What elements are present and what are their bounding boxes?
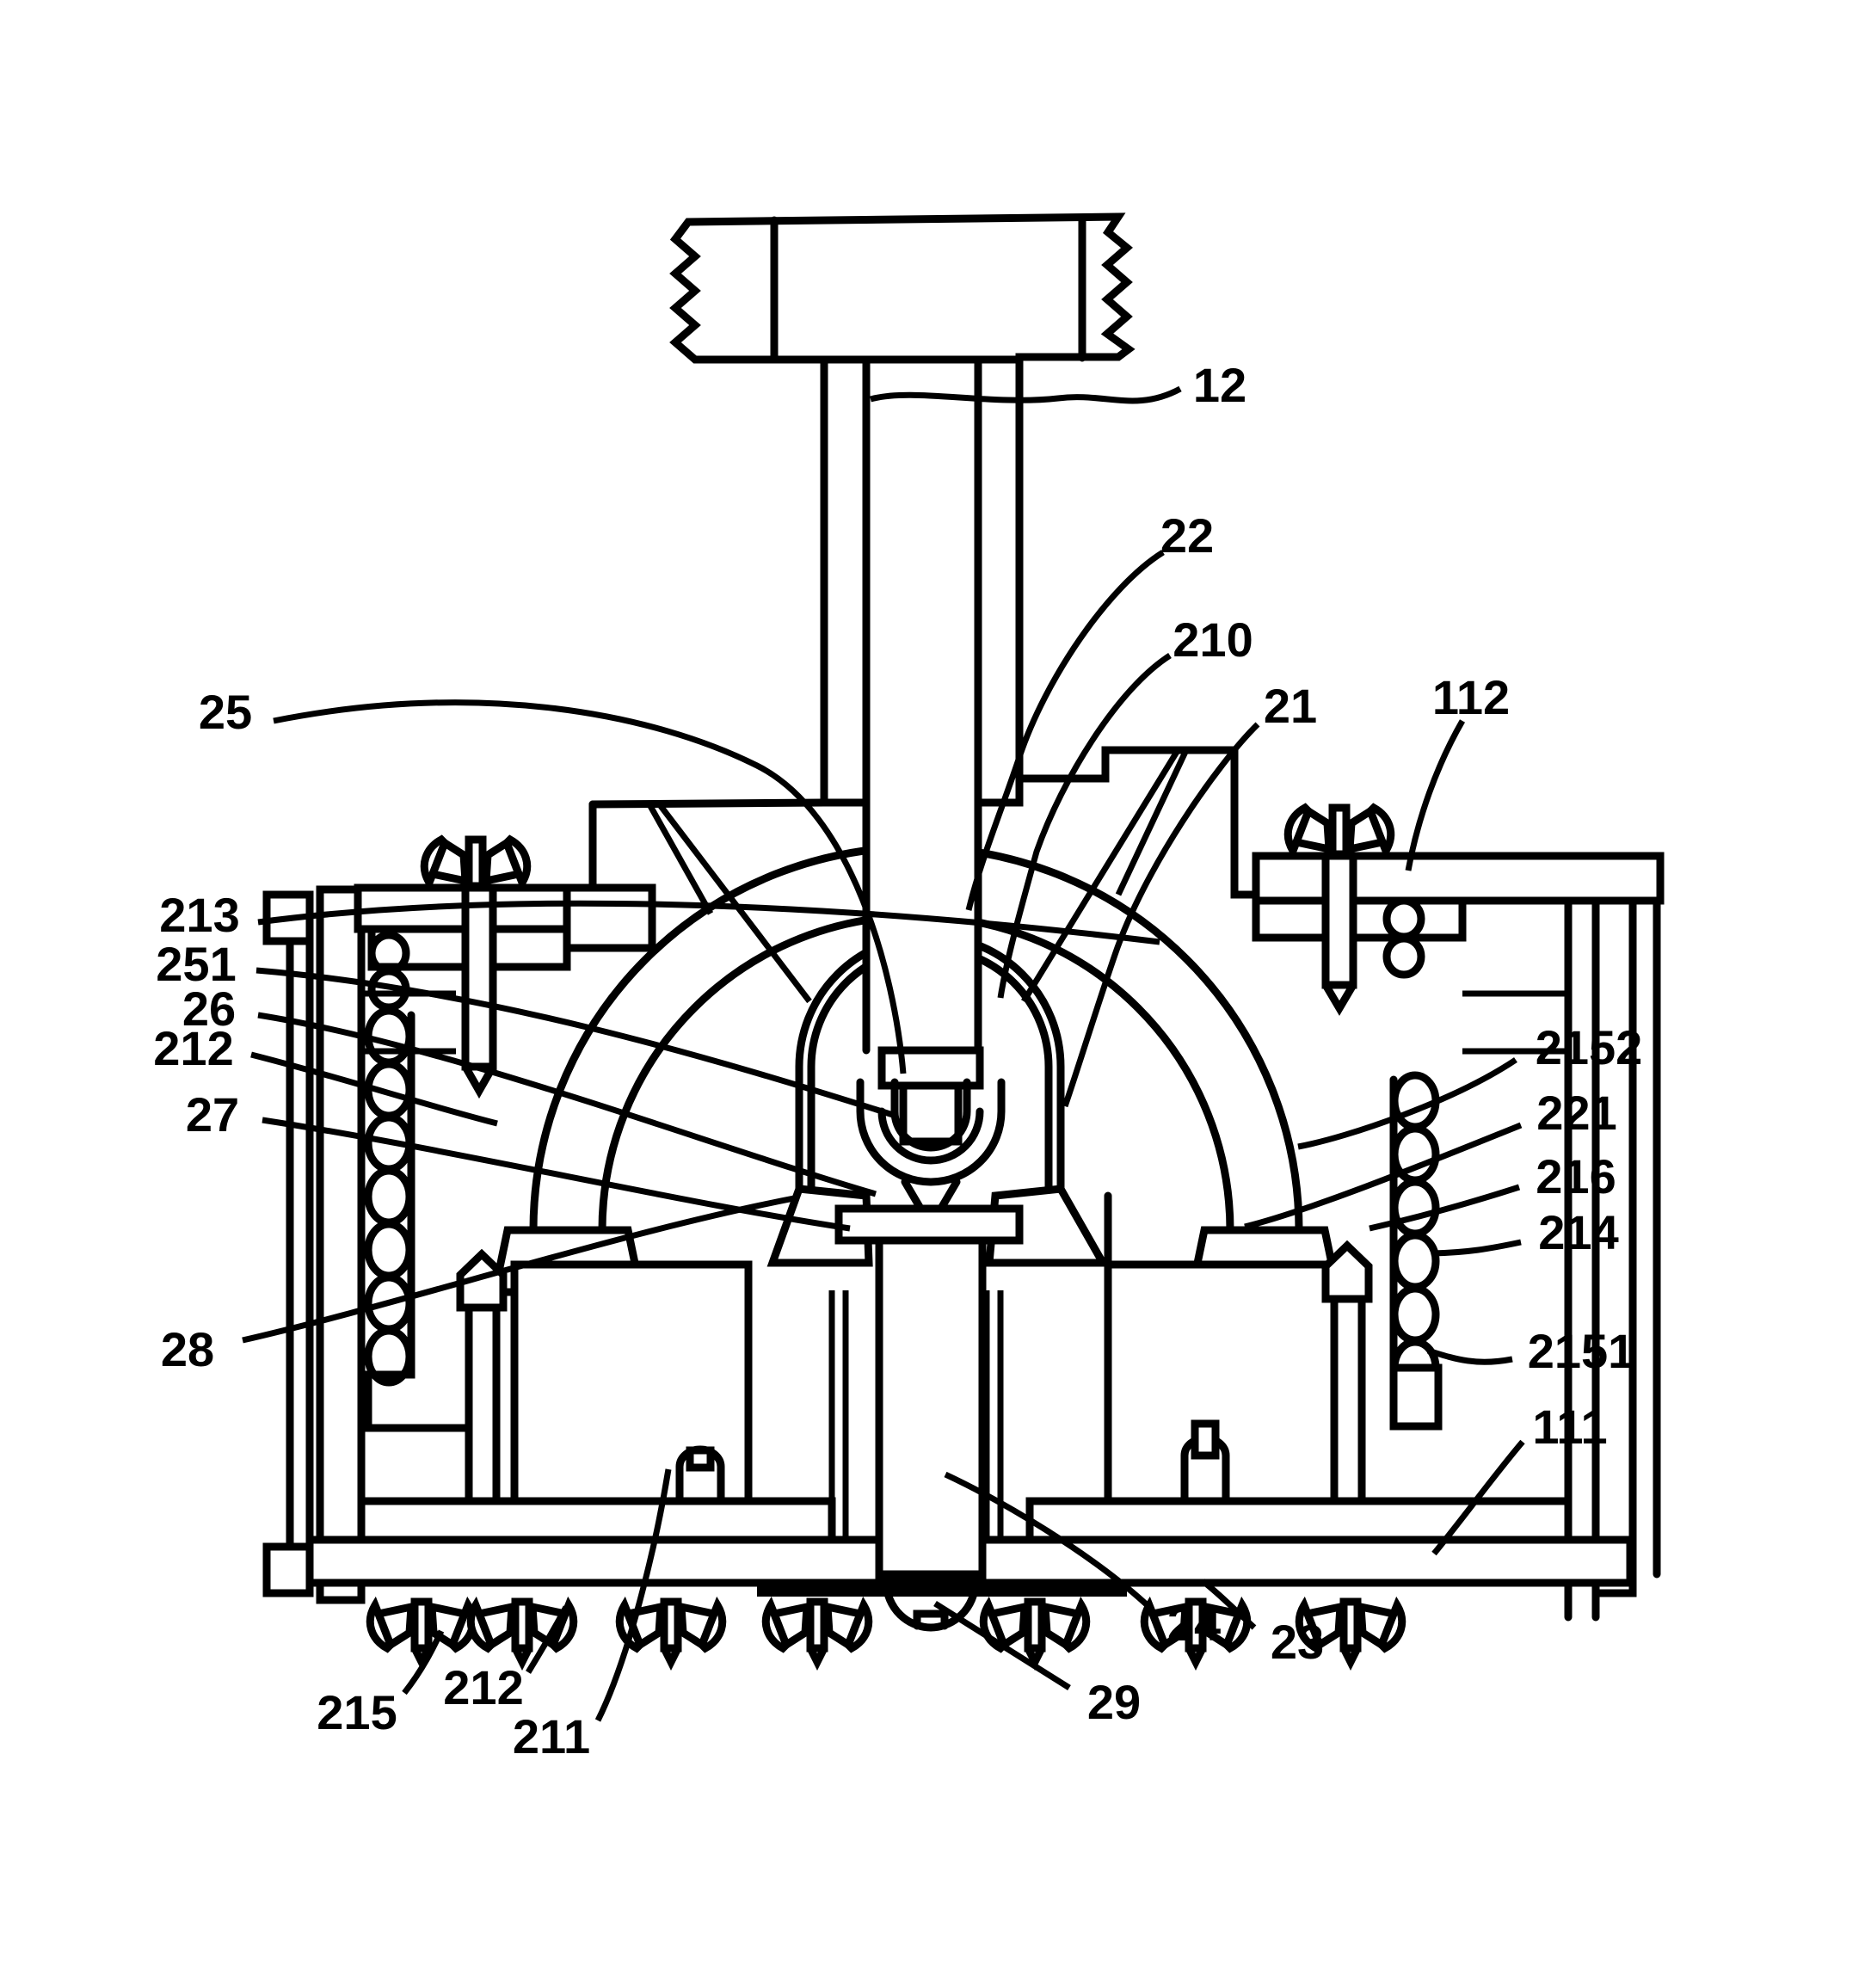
ref-215-leader xyxy=(402,1629,445,1696)
ref-251: 251 xyxy=(156,937,236,991)
cylinder-top-plate xyxy=(834,1204,1024,1245)
wing-screw xyxy=(471,1602,573,1662)
ref-24: 24 xyxy=(1167,1597,1221,1651)
ref-27-leader xyxy=(262,1117,851,1232)
ref-213-leader xyxy=(257,900,1160,945)
stem-outer-walls xyxy=(820,355,1024,807)
ref-29: 29 xyxy=(1087,1675,1141,1729)
ref-212-leader xyxy=(250,1051,498,1127)
ref-221: 221 xyxy=(1536,1086,1616,1140)
right-spring xyxy=(1390,1071,1440,1398)
left-bottom-tab xyxy=(262,1542,314,1597)
ref-23-leader xyxy=(1200,1579,1257,1630)
ref-221-leader xyxy=(1244,1122,1523,1230)
ref-213: 213 xyxy=(159,888,239,942)
ref-26-leader xyxy=(257,1012,877,1197)
left-upper-bolt xyxy=(461,883,497,1071)
bearing-ball xyxy=(1382,934,1425,979)
ref-214: 214 xyxy=(1538,1205,1618,1259)
ref-251-leader xyxy=(255,967,895,1118)
ref-210: 210 xyxy=(1173,612,1253,667)
right-top-plate-2 xyxy=(1252,896,1467,942)
stem-inner-walls xyxy=(862,355,982,1055)
ref-2152-leader xyxy=(1297,1057,1517,1150)
ref-26: 26 xyxy=(182,982,236,1036)
left-outer-thin-bar xyxy=(286,890,314,1597)
ref-216-leader xyxy=(1369,1184,1521,1232)
wing-screw xyxy=(370,1602,472,1662)
bottom-wing-screws xyxy=(370,1602,1401,1662)
left-top-wing-nut xyxy=(424,840,526,886)
ref-210-leader xyxy=(997,653,1172,999)
ref-22: 22 xyxy=(1160,508,1214,563)
ref-211: 211 xyxy=(513,1709,590,1763)
cylinder-body-24 xyxy=(875,1236,987,1579)
ref-212b-leader xyxy=(526,1605,569,1674)
handle-stem-12 xyxy=(669,212,1136,1146)
ref-215: 215 xyxy=(317,1685,397,1739)
ref-2151-leader xyxy=(1426,1347,1513,1365)
ref-112: 112 xyxy=(1432,670,1510,724)
ref-111: 111 xyxy=(1532,1400,1607,1454)
stem-end-block-251 xyxy=(899,1081,963,1146)
base-plate-upper-left xyxy=(357,1497,836,1544)
ref-111-leader xyxy=(1431,1439,1525,1556)
right-column xyxy=(1252,808,1665,1622)
ref-28: 28 xyxy=(161,1322,214,1376)
ref-28-leader xyxy=(242,1194,799,1344)
chamfer-line xyxy=(1021,750,1179,1003)
base-plate-upper-right xyxy=(1025,1497,1573,1544)
right-top-wing-nut xyxy=(1288,808,1390,854)
ref-212: 212 xyxy=(153,1021,233,1075)
ref-12: 12 xyxy=(1193,358,1246,412)
wing-screw-23 xyxy=(983,1602,1086,1662)
right-outer-thin-bar xyxy=(1628,896,1661,1579)
ref-216: 216 xyxy=(1536,1149,1616,1203)
right-top-plate-112 xyxy=(1252,852,1665,905)
base-plate-lower-right-111 xyxy=(978,1536,1634,1587)
ref-25-leader xyxy=(273,699,907,1074)
base-plate-lower-left-111 xyxy=(305,1536,883,1587)
ref-22-leader xyxy=(965,550,1165,911)
ref-29-leader xyxy=(933,1601,1071,1690)
wing-screw xyxy=(766,1602,868,1662)
ref-23: 23 xyxy=(1271,1615,1324,1669)
left-spring-seat xyxy=(364,1011,486,1505)
ref-2151: 2151 xyxy=(1528,1324,1635,1378)
left-boss xyxy=(563,883,656,952)
left-outer-plate xyxy=(316,885,366,1604)
cap-notch xyxy=(913,1609,949,1630)
ref-2152: 2152 xyxy=(1536,1020,1643,1074)
knurled-cap xyxy=(669,212,1136,364)
right-lower-bolt-shaft xyxy=(1330,1295,1366,1542)
ref-112-leader xyxy=(1405,719,1466,871)
cylinder-side-rods xyxy=(828,1290,1004,1538)
lower-cylinder xyxy=(828,1204,1024,1632)
ref-27: 27 xyxy=(186,1087,239,1142)
right-spring-stop-2151 xyxy=(1389,1363,1443,1431)
ref-12-leader xyxy=(870,385,1182,404)
ref-214-leader xyxy=(1431,1239,1522,1257)
right-upper-bolt xyxy=(1321,852,1357,989)
chamfer-line xyxy=(647,804,714,915)
ref-21-leader xyxy=(1062,722,1260,1108)
ref-25: 25 xyxy=(199,685,252,739)
ref-212b: 212 xyxy=(443,1660,523,1714)
ref-211-leader xyxy=(594,1468,672,1722)
ref-21: 21 xyxy=(1264,679,1317,733)
chamfer-line xyxy=(1115,750,1189,896)
ref-24-leader xyxy=(944,1471,1154,1611)
cap-inner-lines xyxy=(770,214,1086,364)
left-spring xyxy=(364,1006,414,1387)
